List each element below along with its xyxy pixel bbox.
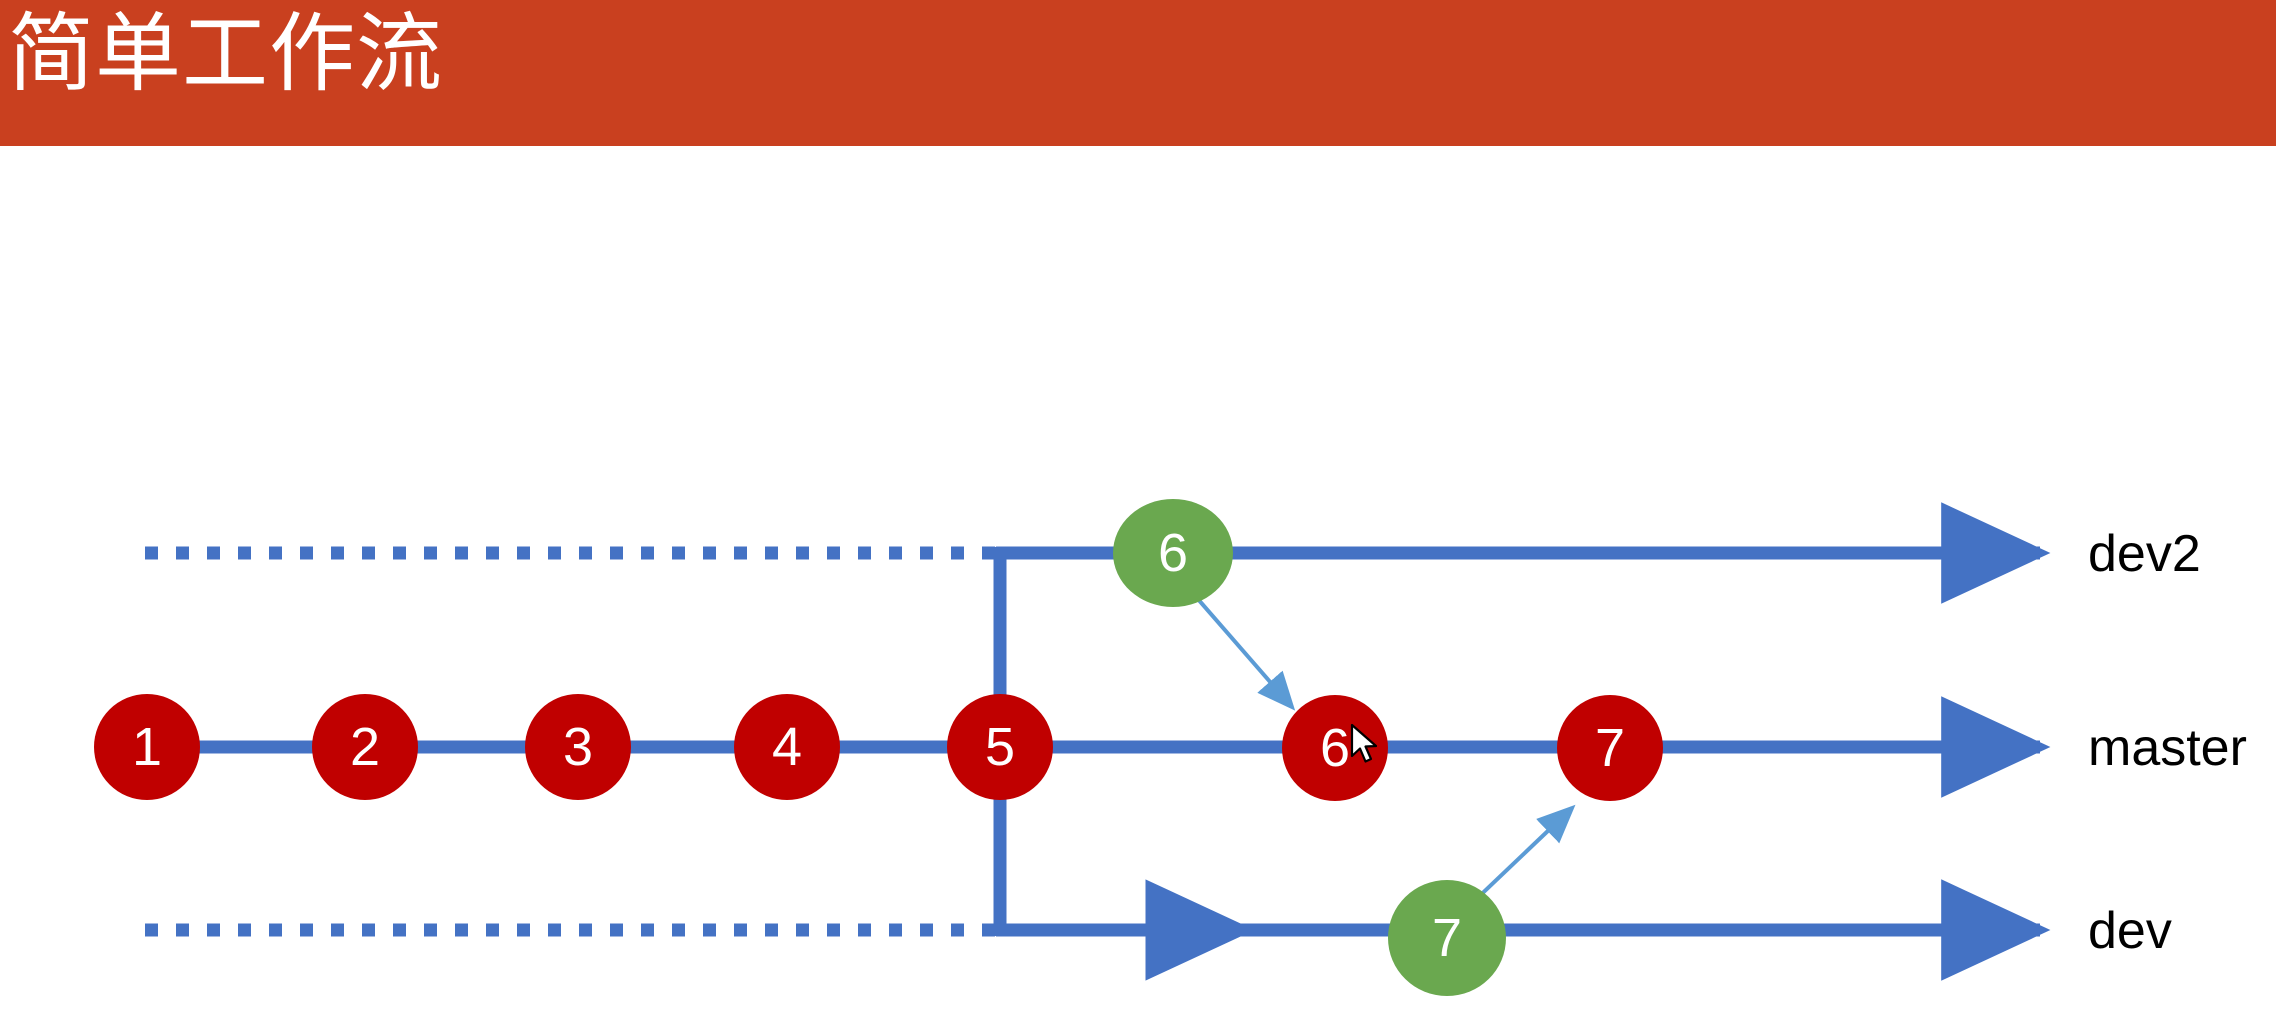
commit-node-1[interactable] xyxy=(94,694,200,800)
mouse-cursor-icon xyxy=(1350,723,1378,763)
merge-node-dev2-6[interactable] xyxy=(1113,499,1233,607)
branch-label-master: master xyxy=(2088,719,2247,777)
commit-node-5[interactable] xyxy=(947,694,1053,800)
commit-node-7[interactable] xyxy=(1557,695,1663,801)
commit-node-6[interactable] xyxy=(1282,695,1388,801)
commit-node-4[interactable] xyxy=(734,694,840,800)
branch-label-dev: dev xyxy=(2088,902,2172,960)
merge-node-dev-7[interactable] xyxy=(1388,880,1506,996)
commit-node-3[interactable] xyxy=(525,694,631,800)
commit-node-2[interactable] xyxy=(312,694,418,800)
title-banner xyxy=(0,0,2276,146)
branch-label-dev2: dev2 xyxy=(2088,525,2201,583)
page-title: 简单工作流 xyxy=(8,4,443,104)
merge-arrow-dev2-to-master xyxy=(1195,596,1296,711)
